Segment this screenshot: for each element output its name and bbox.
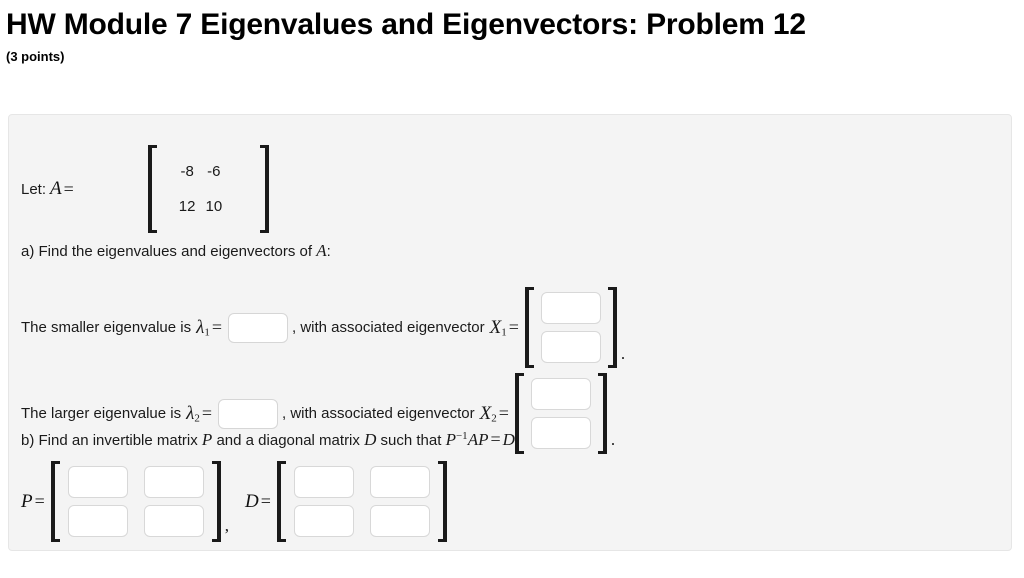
let-label: Let: bbox=[21, 180, 47, 198]
lambda-2-symbol: λ2 bbox=[186, 402, 200, 424]
part-a-prompt-colon: : bbox=[326, 243, 331, 260]
larger-row-period: . bbox=[610, 430, 616, 449]
page-title: HW Module 7 Eigenvalues and Eigenvectors… bbox=[6, 8, 806, 41]
page-header: HW Module 7 Eigenvalues and Eigenvectors… bbox=[0, 0, 1024, 64]
matrix-p-equals: = bbox=[34, 491, 45, 511]
part-b-prompt-text-3: such that bbox=[380, 432, 442, 449]
lambda-2-input[interactable] bbox=[217, 398, 278, 429]
matrix-a-cell-r1c2: -6 bbox=[207, 163, 221, 180]
matrix-d-block: D = bbox=[245, 461, 447, 542]
matrix-d-input-r2c2[interactable] bbox=[369, 505, 430, 537]
right-bracket-icon bbox=[211, 461, 221, 542]
pd-separator-comma: , bbox=[224, 516, 230, 535]
larger-eigenvalue-label: The larger eigenvalue is bbox=[21, 405, 182, 422]
part-b-prompt-text-2: and a diagonal matrix bbox=[216, 432, 360, 449]
part-b-symbol-p: P bbox=[201, 430, 213, 449]
part-b-prompt-text-1: b) Find an invertible matrix bbox=[21, 432, 198, 449]
matrix-p-display bbox=[50, 461, 221, 542]
equals-sign: = bbox=[63, 178, 74, 199]
eigenvector-x1-input-row2[interactable] bbox=[540, 331, 601, 363]
smaller-eigenvalue-row: The smaller eigenvalue is λ1 = , with as… bbox=[21, 287, 625, 368]
lambda-1-equals: = bbox=[211, 317, 222, 337]
eigenvector-x1-symbol: X1 bbox=[489, 316, 507, 338]
left-bracket-icon bbox=[276, 461, 286, 542]
eigenvector-x2-input-row1[interactable] bbox=[530, 378, 591, 410]
eigenvector-x1-input-row1[interactable] bbox=[540, 292, 601, 324]
part-b-prompt-period: . bbox=[514, 432, 520, 449]
matrix-p-label: P bbox=[21, 490, 33, 512]
matrix-p-block: P = bbox=[21, 461, 221, 542]
eigenvector-x2-cells bbox=[524, 373, 598, 454]
matrix-a-cells: -8 -6 12 10 bbox=[157, 145, 260, 233]
matrix-p-cells bbox=[60, 461, 212, 542]
matrix-a-cell-r2c1: 12 bbox=[178, 198, 196, 215]
left-bracket-icon bbox=[524, 287, 534, 368]
part-a-prompt: a) Find the eigenvalues and eigenvectors… bbox=[21, 241, 331, 261]
matrix-definition-row: Let: A = -8 -6 12 10 bbox=[21, 145, 270, 233]
part-a-prompt-text: a) Find the eigenvalues and eigenvectors… bbox=[21, 243, 313, 260]
matrix-p-input-r2c2[interactable] bbox=[143, 505, 204, 537]
pd-matrices-row: P = , D = bbox=[21, 461, 447, 542]
larger-eigenvalue-row: The larger eigenvalue is λ2 = , with ass… bbox=[21, 373, 615, 454]
matrix-d-input-r1c2[interactable] bbox=[369, 466, 430, 498]
matrix-a-cell-r1c1: -8 bbox=[180, 163, 194, 180]
part-a-prompt-matrix-symbol: A bbox=[316, 241, 327, 260]
eigenvector-x2-symbol: X2 bbox=[479, 402, 497, 424]
left-bracket-icon bbox=[147, 145, 157, 233]
right-bracket-icon bbox=[437, 461, 447, 542]
matrix-d-display bbox=[276, 461, 447, 542]
matrix-d-cells bbox=[286, 461, 438, 542]
points-label: (3 points) bbox=[6, 48, 65, 64]
matrix-p-input-r1c2[interactable] bbox=[143, 466, 204, 498]
right-bracket-icon bbox=[597, 373, 607, 454]
matrix-a-cell-r2c2: 10 bbox=[205, 198, 223, 215]
part-b-expression: P−1AP=D bbox=[445, 429, 515, 449]
left-bracket-icon bbox=[514, 373, 524, 454]
eigenvector-x1-equals: = bbox=[508, 317, 519, 337]
eigenvector-x2-equals: = bbox=[498, 403, 509, 423]
matrix-d-equals: = bbox=[260, 491, 271, 511]
matrix-d-label: D bbox=[245, 490, 259, 512]
lambda-1-input[interactable] bbox=[227, 312, 288, 343]
matrix-a-symbol: A bbox=[50, 178, 62, 199]
matrix-d-input-r2c1[interactable] bbox=[293, 505, 354, 537]
part-b-symbol-d: D bbox=[364, 430, 377, 449]
right-bracket-icon bbox=[607, 287, 617, 368]
eigenvector-x1-cells bbox=[534, 287, 608, 368]
lambda-1-symbol: λ1 bbox=[196, 316, 210, 338]
smaller-eigenvector-label: , with associated eigenvector bbox=[291, 319, 485, 336]
larger-eigenvector-label: , with associated eigenvector bbox=[281, 405, 475, 422]
smaller-eigenvalue-label: The smaller eigenvalue is bbox=[21, 319, 192, 336]
matrix-p-input-r2c1[interactable] bbox=[67, 505, 128, 537]
matrix-d-input-r1c1[interactable] bbox=[293, 466, 354, 498]
matrix-a-display: -8 -6 12 10 bbox=[147, 145, 270, 233]
problem-panel: Let: A = -8 -6 12 10 a) Find the eigenva… bbox=[8, 114, 1012, 551]
part-b-prompt: b) Find an invertible matrix P and a dia… bbox=[21, 429, 519, 450]
eigenvector-x1-matrix bbox=[524, 287, 617, 368]
right-bracket-icon bbox=[260, 145, 270, 233]
eigenvector-x2-input-row2[interactable] bbox=[530, 417, 591, 449]
smaller-row-period: . bbox=[620, 344, 626, 363]
matrix-p-input-r1c1[interactable] bbox=[67, 466, 128, 498]
eigenvector-x2-matrix bbox=[514, 373, 607, 454]
lambda-2-equals: = bbox=[201, 403, 212, 423]
left-bracket-icon bbox=[50, 461, 60, 542]
